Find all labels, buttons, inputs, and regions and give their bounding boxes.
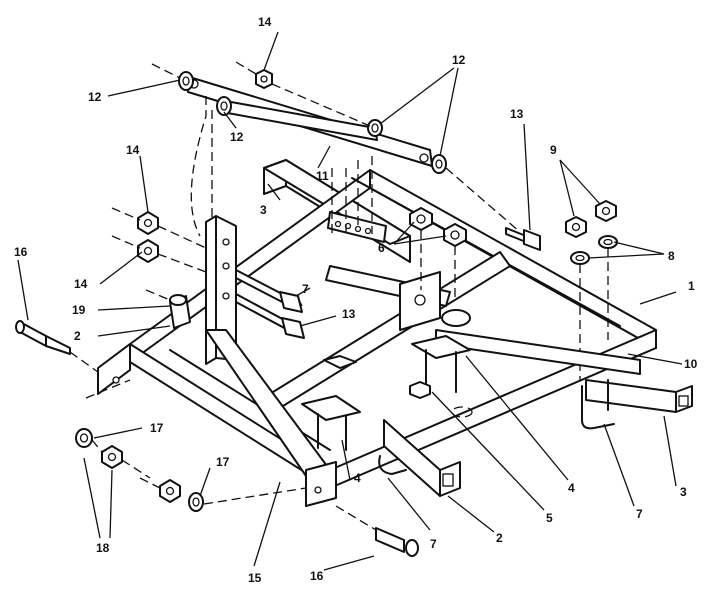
spacer-19	[169, 294, 191, 329]
washer-17-a	[75, 428, 93, 448]
pin-16-right	[375, 527, 419, 557]
callout-14-left: 14	[74, 277, 88, 291]
callout-6: 6	[378, 241, 385, 255]
center-bracket	[399, 271, 471, 331]
callout-4-right: 4	[568, 481, 575, 495]
u-bolt-7-right	[581, 379, 615, 430]
callout-17-right: 17	[216, 455, 230, 469]
washer-8-b	[598, 235, 618, 249]
callout-4-left: 4	[354, 471, 361, 485]
callout-2-bottom: 2	[496, 531, 503, 545]
callout-12-topright: 12	[452, 53, 466, 67]
front-left-plate	[97, 343, 131, 395]
callout-19: 19	[72, 303, 86, 317]
callout-7-bottom: 7	[430, 537, 437, 551]
callout-5: 5	[546, 511, 553, 525]
pin-16-left	[15, 320, 71, 355]
bolt-13-right	[505, 227, 541, 251]
plate-4-left	[301, 395, 361, 451]
clamp-plate-rear	[327, 211, 387, 243]
callout-10: 10	[684, 357, 698, 371]
nut-6-a	[409, 207, 433, 231]
callout-13-left: 13	[342, 307, 356, 321]
nut-14-left-a	[137, 211, 159, 235]
lower-tube-right	[585, 379, 693, 413]
callout-8: 8	[668, 249, 675, 263]
callout-7-upper: 7	[302, 282, 309, 296]
callout-16-left: 16	[14, 245, 28, 259]
nut-18-a	[101, 445, 123, 469]
callout-12-mid: 12	[230, 130, 244, 144]
washer-12-a	[178, 71, 194, 91]
callout-3-top: 3	[260, 203, 267, 217]
lower-tube-center	[383, 419, 461, 497]
bolt-13-upper	[235, 269, 303, 313]
front-right-plate	[305, 461, 337, 507]
nut-14-top	[255, 69, 273, 89]
callout-7-right: 7	[636, 507, 643, 521]
callout-17-left: 17	[150, 421, 164, 435]
callout-3-right: 3	[680, 485, 687, 499]
plate-lower-center	[411, 335, 471, 393]
nut-9-a	[565, 216, 587, 238]
callout-18: 18	[96, 541, 110, 555]
nut-14-left-b	[137, 239, 159, 263]
nut-lower-a	[409, 381, 431, 399]
washer-17-b	[188, 492, 204, 512]
nut-9-b	[595, 200, 617, 222]
callout-9: 9	[550, 143, 557, 157]
callout-15: 15	[248, 571, 262, 585]
leader-lines	[17, 31, 683, 571]
washer-12-d	[431, 154, 447, 174]
callout-16-bottom: 16	[310, 569, 324, 583]
callout-12-left: 12	[88, 90, 102, 104]
nut-6-b	[443, 223, 467, 247]
callout-1: 1	[688, 279, 695, 293]
bolt-13-lower	[235, 293, 305, 339]
nut-18-b	[159, 479, 181, 503]
callout-14-left-top: 14	[126, 143, 140, 157]
washer-12-c	[367, 119, 383, 137]
washer-12-b	[216, 96, 232, 116]
callout-11: 11	[316, 169, 329, 183]
upright-bracket	[205, 215, 237, 365]
callout-2-left: 2	[74, 329, 81, 343]
u-bolt-7-center	[378, 455, 407, 475]
washer-8-a	[570, 251, 590, 265]
callout-13-top: 13	[510, 107, 524, 121]
nut-lower-b	[323, 355, 357, 369]
callout-14-top: 14	[258, 15, 272, 29]
link-bar-lower	[219, 99, 378, 141]
main-frame	[129, 169, 657, 489]
